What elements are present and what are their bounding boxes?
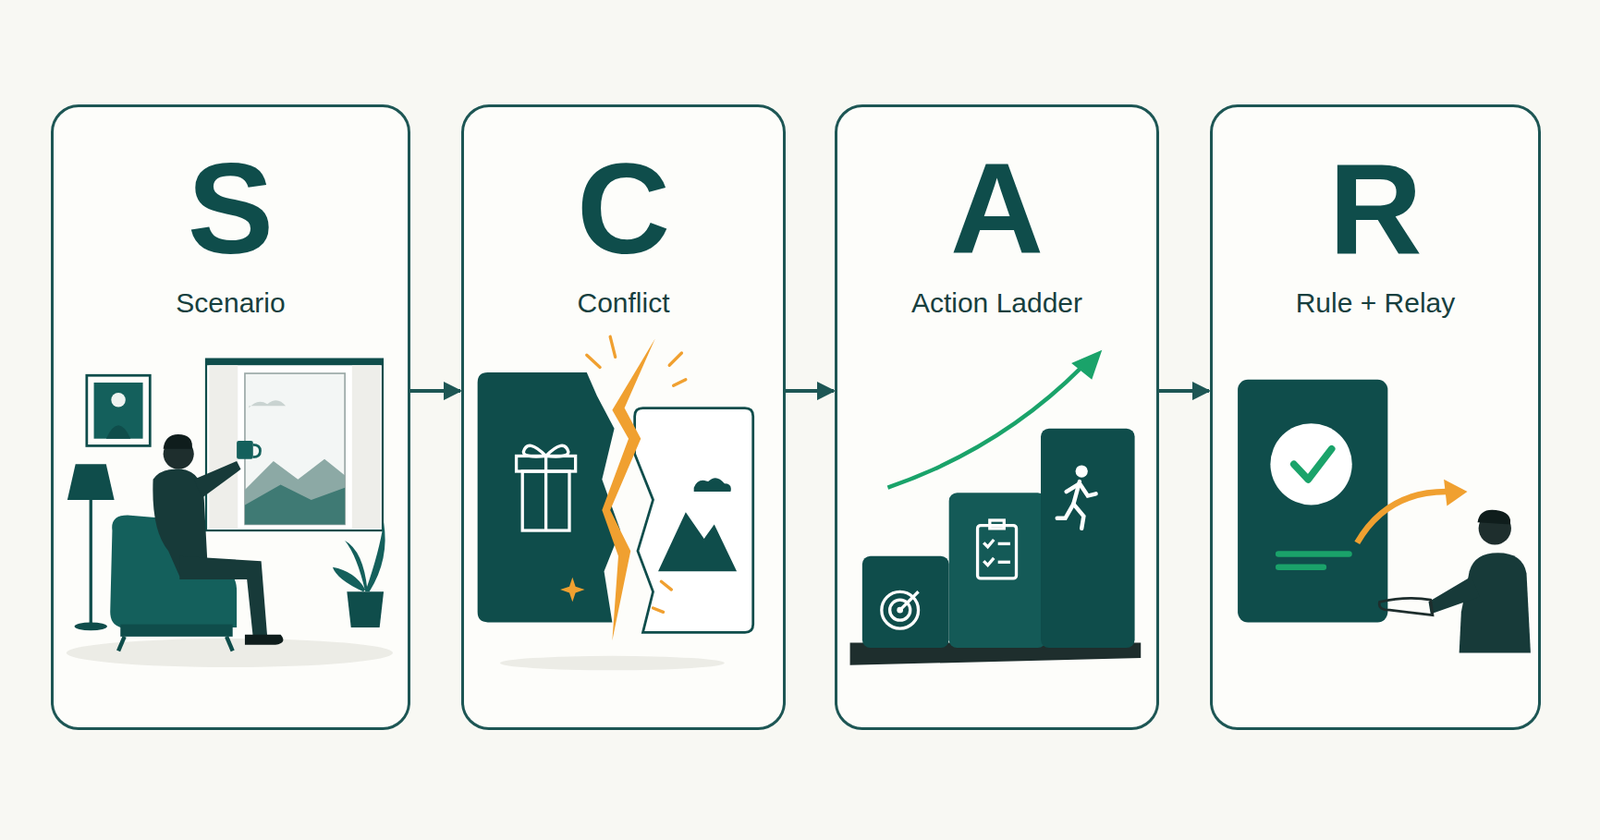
living-room-scene — [66, 359, 393, 668]
stage-panel: R Rule + Relay — [1209, 104, 1541, 731]
ladder-steps — [850, 350, 1142, 666]
relay-scene — [1237, 379, 1531, 654]
conflict-cards — [477, 336, 754, 671]
stage-panel: S Scenario — [50, 104, 411, 731]
panel-label: Rule + Relay — [1295, 286, 1456, 320]
stage-panel: A Action Ladder — [834, 104, 1160, 731]
panel-letter: R — [1328, 144, 1422, 274]
stage-panel: C Conflict — [461, 104, 786, 731]
flow-arrow — [1159, 389, 1210, 393]
panel-label: Scenario — [175, 286, 285, 320]
panel-label: Action Ladder — [911, 286, 1083, 320]
flow-arrow — [410, 389, 461, 393]
panel-letter: A — [950, 144, 1044, 274]
panel-label: Conflict — [576, 286, 670, 320]
flow-arrow — [785, 389, 834, 393]
panel-letter: S — [187, 144, 274, 274]
panel-letter: C — [576, 144, 671, 274]
